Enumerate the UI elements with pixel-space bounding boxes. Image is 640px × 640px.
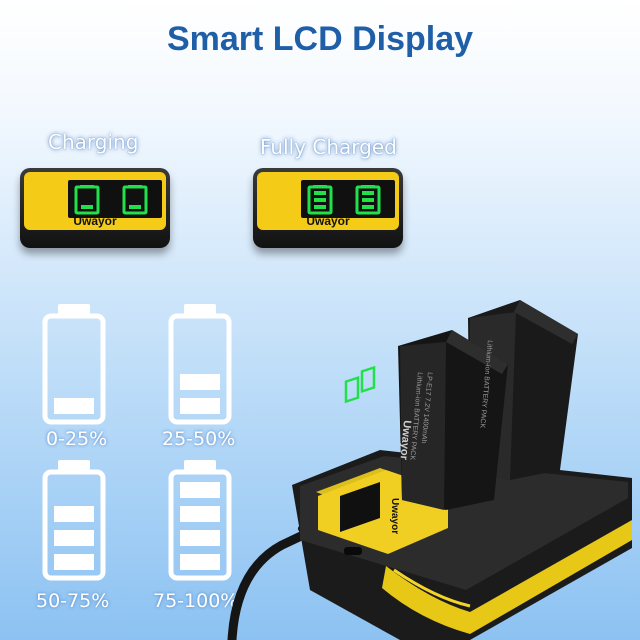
- battery-charging-icon-2: [122, 185, 148, 215]
- battery-level-0-25-icon: [42, 304, 106, 425]
- lcd-brand-text: Uwayor: [306, 214, 350, 228]
- charger-lcd-screen: [340, 482, 380, 532]
- charging-label: Charging: [48, 130, 139, 154]
- charger-yellow-stripe: [382, 520, 632, 634]
- level-label-25-50: 25-50%: [162, 428, 236, 450]
- battery-pack-left: [398, 330, 508, 510]
- battery-level-75-100-icon: [168, 460, 232, 581]
- usb-c-port: [344, 547, 362, 555]
- battery-brand-text: Uwayor: [397, 420, 412, 461]
- lcd-yellow-face: Uwayor: [257, 172, 399, 230]
- fully-charged-label: Fully Charged: [260, 135, 397, 159]
- page-title: Smart LCD Display: [166, 20, 474, 58]
- battery-level-25-50-icon: [168, 304, 232, 425]
- charger-brand-text: Uwayor: [389, 498, 400, 534]
- full-battery-icons: [307, 185, 381, 215]
- level-label-0-25: 0-25%: [46, 428, 108, 450]
- usb-cable: [227, 523, 323, 640]
- level-label-50-75: 50-75%: [36, 590, 110, 612]
- battery-level-50-75-icon: [42, 460, 106, 581]
- charging-battery-icons: [74, 185, 148, 215]
- charging-lcd-display: Uwayor: [20, 168, 170, 248]
- battery-full-icon-2: [355, 185, 381, 215]
- level-label-75-100: 75-100%: [153, 590, 239, 612]
- battery-full-icon: [307, 185, 333, 215]
- lcd-brand-text: Uwayor: [73, 214, 117, 228]
- lcd-yellow-face: Uwayor: [24, 172, 166, 230]
- battery-charging-icon: [74, 185, 100, 215]
- full-lcd-display: Uwayor: [253, 168, 403, 248]
